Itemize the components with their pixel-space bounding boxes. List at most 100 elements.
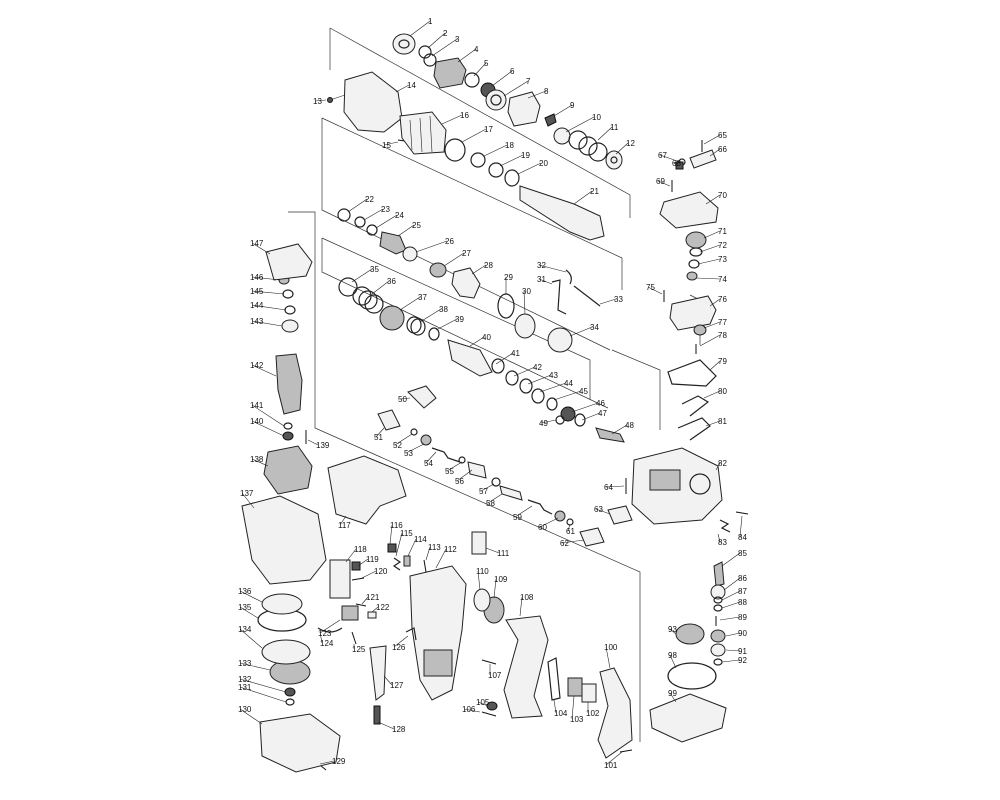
part-number-22: 22: [365, 195, 374, 204]
callout-leader-131: [239, 686, 287, 703]
part-70-cover: [659, 191, 719, 229]
part-43-ring: [519, 378, 533, 394]
part-126-clip: [405, 627, 417, 641]
part-number-99: 99: [668, 689, 677, 698]
part-79-gasket: [667, 359, 717, 387]
callout-leader-128: [377, 721, 395, 730]
part-36-spring: [352, 286, 384, 314]
part-number-142: 142: [250, 361, 264, 370]
callout-leader-35: [351, 268, 373, 283]
callout-leader-143: [251, 320, 283, 327]
callout-leader-66: [709, 148, 721, 157]
part-number-146: 146: [250, 273, 264, 282]
part-45-ring: [546, 397, 558, 411]
part-144-ring: [284, 305, 296, 315]
callout-leader-21: [573, 190, 593, 205]
part-25-shaft: [379, 231, 407, 255]
callout-leader-33: [599, 298, 617, 305]
callout-leader-112: [435, 548, 447, 569]
part-number-9: 9: [570, 101, 575, 110]
callout-leader-122: [371, 606, 379, 613]
part-number-126: 126: [392, 643, 406, 652]
part-52-ring: [410, 428, 418, 436]
part-number-82: 82: [718, 459, 727, 468]
part-number-78: 78: [718, 331, 727, 340]
callout-leader-137: [241, 492, 255, 509]
part-33-pin: [573, 285, 601, 307]
part-119-clip: [351, 561, 361, 571]
part-number-64: 64: [604, 483, 613, 492]
part-26-bearing: [402, 246, 418, 262]
part-number-30: 30: [522, 287, 531, 296]
part-113-screw: [423, 559, 427, 573]
part-117-shroud: [327, 455, 407, 525]
callout-leader-55: [446, 461, 463, 472]
callout-leader-117: [339, 515, 347, 526]
part-49-ring: [555, 415, 565, 425]
part-number-60: 60: [538, 523, 547, 532]
callout-leader-59: [514, 505, 533, 518]
part-21-tool-holder: [519, 185, 605, 241]
part-number-140: 140: [250, 417, 264, 426]
part-63-sleeve: [607, 505, 633, 525]
part-number-21: 21: [590, 187, 599, 196]
part-62-sleeve: [579, 527, 605, 547]
part-28-sleeve: [451, 267, 481, 299]
callout-leader-98: [669, 654, 677, 669]
callout-leader-57: [480, 483, 495, 492]
part-14-barrel-housing: [343, 71, 403, 133]
part-number-104: 104: [554, 709, 568, 718]
callout-leader-8: [527, 90, 547, 99]
part-140-bearing: [282, 431, 294, 441]
frame-lines: [288, 27, 701, 742]
callout-leader-58: [487, 493, 503, 504]
part-number-63: 63: [594, 505, 603, 514]
part-137-field-housing: [241, 495, 327, 585]
part-number-101: 101: [604, 761, 618, 770]
callout-leader-147: [251, 242, 271, 255]
part-number-18: 18: [505, 141, 514, 150]
part-11-spring: [568, 130, 608, 162]
part-number-7: 7: [526, 77, 531, 86]
part-number-89: 89: [738, 613, 747, 622]
part-number-123: 123: [318, 629, 332, 638]
part-48-connecting-rod: [595, 427, 625, 443]
callout-leader-52: [394, 433, 413, 446]
part-37-clutch-cam: [379, 305, 405, 331]
part-number-58: 58: [486, 499, 495, 508]
callout-leader-116: [389, 524, 393, 545]
callout-leader-75: [647, 286, 663, 295]
callout-leader-121: [361, 596, 369, 605]
part-number-115: 115: [400, 529, 413, 538]
part-112-motor-housing: [409, 565, 467, 701]
part-number-135: 135: [238, 603, 252, 612]
callout-leader-132: [239, 678, 287, 693]
part-41-ring: [491, 358, 505, 374]
callout-leader-56: [456, 469, 473, 482]
part-number-141: 141: [250, 401, 264, 410]
part-number-145: 145: [250, 287, 264, 296]
part-number-29: 29: [504, 273, 513, 282]
part-53-gear: [420, 434, 432, 446]
part-121-screw: [355, 603, 367, 607]
part-82-crank-housing: [631, 447, 723, 525]
part-number-77: 77: [718, 318, 727, 327]
piston-mechanism: [337, 208, 633, 547]
callout-leader-16: [441, 114, 463, 125]
callout-leader-13: [314, 99, 327, 102]
part-10-washer: [553, 127, 571, 145]
callout-leader-120: [361, 570, 377, 579]
part-130-cover: [259, 713, 341, 773]
part-138-field: [263, 445, 313, 495]
callout-leader-90: [725, 632, 741, 637]
callout-leader-19: [499, 154, 524, 167]
callout-leader-31: [538, 278, 553, 285]
callout-leader-65: [703, 134, 721, 145]
part-147-baffle: [265, 243, 313, 281]
part-125-screw: [351, 631, 357, 645]
part-number-38: 38: [439, 305, 448, 314]
part-116-carbon-brush: [387, 543, 397, 553]
callout-leader-69: [657, 180, 671, 187]
callout-leader-1: [409, 20, 431, 37]
part-number-136: 136: [238, 587, 252, 596]
